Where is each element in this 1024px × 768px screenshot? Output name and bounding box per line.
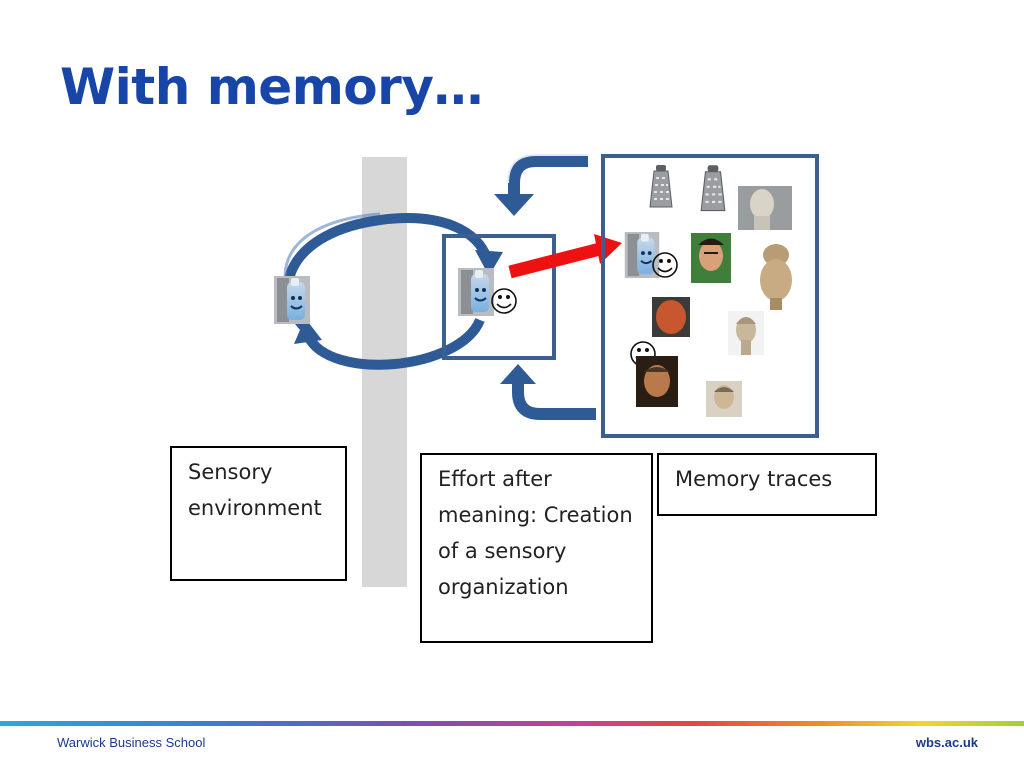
smiley-icon [652,252,678,278]
cheese-grater-icon [649,165,673,208]
footer-rainbow-bar [0,721,1024,726]
red-arrow [508,234,622,279]
memory-box [601,154,819,438]
bottom-return-arrow [500,364,596,420]
footer-website[interactable]: wbs.ac.uk [915,735,978,750]
effort-after-meaning-box: Effort after meaning: Creation of a sens… [420,453,653,643]
cheese-grater-icon [700,164,726,212]
face-portrait-icon [652,297,690,337]
face-portrait-icon [728,311,764,355]
sensory-environment-label: Sensory environment [188,460,322,520]
face-portrait-icon [738,186,792,230]
slide-title: With memory… [60,58,483,116]
robot-figure-icon [273,276,311,324]
face-portrait-icon [754,244,798,310]
footer-school-name: Warwick Business School [57,735,206,750]
effort-after-meaning-label: Effort after meaning: Creation of a sens… [438,467,633,599]
organization-box [442,234,556,360]
smiley-icon [491,288,517,314]
memory-traces-label: Memory traces [675,467,833,491]
face-portrait-icon [691,233,731,283]
top-return-arrow [494,154,588,216]
face-portrait-icon [706,381,742,417]
robot-figure-icon [458,268,494,316]
sensory-divider [362,157,407,587]
sensory-environment-box: Sensory environment [170,446,347,581]
face-portrait-icon [636,356,678,407]
memory-traces-box: Memory traces [657,453,877,516]
